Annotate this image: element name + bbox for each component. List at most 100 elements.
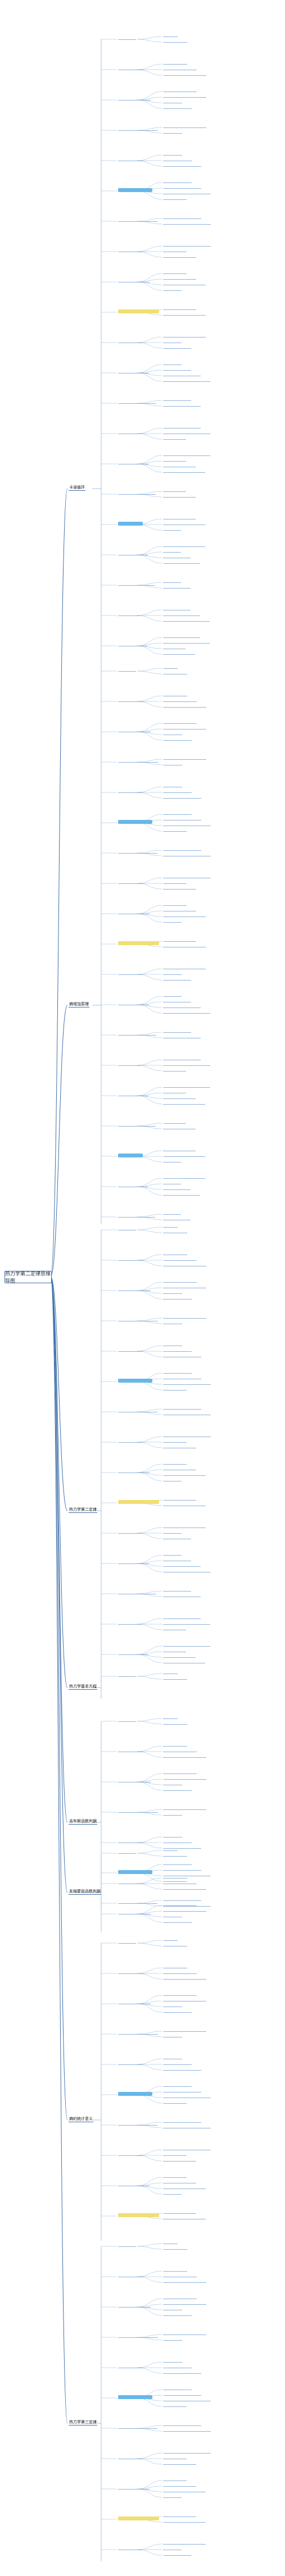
leaf-node[interactable] bbox=[163, 1297, 192, 1300]
leaf-node[interactable] bbox=[163, 153, 182, 156]
leaf-node[interactable] bbox=[163, 1057, 201, 1060]
leaf-node[interactable] bbox=[163, 978, 191, 981]
leaf-node[interactable] bbox=[163, 495, 196, 498]
leaf-node[interactable] bbox=[163, 1434, 211, 1437]
leaf-node[interactable] bbox=[163, 790, 192, 793]
branch-4[interactable]: 热力学基本方程 bbox=[69, 1685, 97, 1690]
leaf-node[interactable] bbox=[163, 1473, 206, 1476]
leaf-node[interactable] bbox=[163, 2542, 206, 2545]
sub-node[interactable] bbox=[118, 668, 136, 672]
sub-node[interactable] bbox=[118, 1881, 143, 1884]
leaf-node[interactable] bbox=[163, 2126, 211, 2128]
leaf-node[interactable] bbox=[163, 186, 201, 189]
sub-node[interactable] bbox=[118, 158, 143, 161]
leaf-node[interactable] bbox=[163, 544, 205, 547]
sub-node[interactable] bbox=[118, 972, 142, 975]
sub-node[interactable] bbox=[118, 2213, 159, 2217]
leaf-node[interactable] bbox=[163, 1154, 205, 1157]
leaf-node[interactable] bbox=[163, 1176, 205, 1179]
leaf-node[interactable] bbox=[163, 785, 182, 787]
leaf-node[interactable] bbox=[163, 1876, 187, 1879]
leaf-node[interactable] bbox=[163, 125, 206, 128]
leaf-node[interactable] bbox=[163, 1102, 205, 1105]
leaf-node[interactable] bbox=[163, 1000, 191, 1002]
leaf-node[interactable] bbox=[163, 1999, 206, 2001]
leaf-node[interactable] bbox=[163, 672, 187, 674]
branch-7[interactable]: 熵的统计意义 bbox=[69, 2117, 93, 2122]
leaf-node[interactable] bbox=[163, 1904, 211, 1907]
leaf-node[interactable] bbox=[163, 249, 187, 252]
sub-node[interactable] bbox=[118, 2031, 158, 2035]
leaf-node[interactable] bbox=[163, 437, 186, 440]
leaf-node[interactable] bbox=[163, 1285, 206, 1288]
leaf-node[interactable] bbox=[163, 2280, 206, 2283]
leaf-node[interactable] bbox=[163, 854, 211, 856]
leaf-node[interactable] bbox=[163, 1616, 201, 1619]
leaf-node[interactable] bbox=[163, 95, 206, 98]
leaf-node[interactable] bbox=[163, 1537, 191, 1539]
leaf-node[interactable] bbox=[163, 244, 211, 247]
leaf-node[interactable] bbox=[163, 848, 201, 851]
leaf-node[interactable] bbox=[163, 641, 210, 644]
leaf-node[interactable] bbox=[163, 379, 210, 382]
leaf-node[interactable] bbox=[163, 1440, 187, 1443]
leaf-node[interactable] bbox=[163, 818, 201, 820]
leaf-node[interactable] bbox=[163, 881, 187, 884]
leaf-node[interactable] bbox=[163, 1193, 200, 1196]
leaf-node[interactable] bbox=[163, 368, 191, 371]
sub-node[interactable] bbox=[118, 2335, 158, 2338]
leaf-node[interactable] bbox=[163, 2332, 206, 2335]
leaf-node[interactable] bbox=[163, 1531, 182, 1534]
leaf-node[interactable] bbox=[163, 1835, 182, 1838]
sub-node[interactable] bbox=[118, 1674, 136, 1677]
sub-node[interactable] bbox=[118, 309, 159, 313]
leaf-node[interactable] bbox=[163, 255, 196, 258]
sub-node[interactable] bbox=[118, 279, 150, 282]
leaf-node[interactable] bbox=[163, 2217, 206, 2219]
leaf-node[interactable] bbox=[163, 2371, 201, 2374]
leaf-node[interactable] bbox=[163, 522, 205, 525]
leaf-node[interactable] bbox=[163, 2084, 192, 2087]
leaf-node[interactable] bbox=[163, 1873, 211, 1876]
leaf-node[interactable] bbox=[163, 1343, 182, 1346]
leaf-node[interactable] bbox=[163, 470, 205, 473]
leaf-node[interactable] bbox=[163, 903, 187, 906]
leaf-node[interactable] bbox=[163, 2296, 197, 2299]
root-node[interactable]: 热力学第二定律思维导图 bbox=[4, 1271, 52, 1284]
leaf-node[interactable] bbox=[163, 1218, 191, 1220]
leaf-node[interactable] bbox=[163, 1879, 187, 1882]
sub-node[interactable] bbox=[118, 1971, 143, 1974]
leaf-node[interactable] bbox=[163, 1091, 186, 1093]
leaf-node[interactable] bbox=[163, 1807, 206, 1810]
sub-node[interactable] bbox=[118, 1652, 148, 1655]
sub-node[interactable] bbox=[118, 759, 158, 763]
leaf-node[interactable] bbox=[163, 2101, 187, 2104]
sub-node[interactable] bbox=[118, 431, 141, 434]
leaf-node[interactable] bbox=[163, 1887, 206, 1890]
leaf-node[interactable] bbox=[163, 1011, 210, 1014]
leaf-node[interactable] bbox=[163, 1225, 178, 1228]
leaf-node[interactable] bbox=[163, 966, 206, 969]
sub-node[interactable] bbox=[118, 1561, 149, 1564]
leaf-node[interactable] bbox=[163, 1677, 187, 1680]
leaf-node[interactable] bbox=[163, 2148, 211, 2150]
branch-8[interactable]: 热力学第三定律 bbox=[69, 2420, 97, 2425]
sub-node[interactable] bbox=[118, 790, 143, 793]
leaf-node[interactable] bbox=[163, 1938, 178, 1941]
leaf-node[interactable] bbox=[163, 2095, 211, 2098]
leaf-node[interactable] bbox=[163, 1503, 206, 1506]
leaf-node[interactable] bbox=[163, 1371, 192, 1374]
leaf-node[interactable] bbox=[163, 2057, 182, 2059]
leaf-node[interactable] bbox=[163, 939, 196, 942]
sub-node[interactable] bbox=[118, 1850, 136, 1854]
leaf-node[interactable] bbox=[163, 67, 197, 70]
leaf-node[interactable] bbox=[163, 1160, 181, 1162]
leaf-node[interactable] bbox=[163, 796, 201, 799]
leaf-node[interactable] bbox=[163, 2429, 211, 2432]
leaf-node[interactable] bbox=[163, 1744, 187, 1747]
leaf-node[interactable] bbox=[163, 666, 178, 669]
leaf-node[interactable] bbox=[163, 101, 182, 103]
leaf-node[interactable] bbox=[163, 373, 201, 376]
leaf-node[interactable] bbox=[163, 313, 206, 316]
sub-node[interactable] bbox=[118, 1809, 158, 1813]
